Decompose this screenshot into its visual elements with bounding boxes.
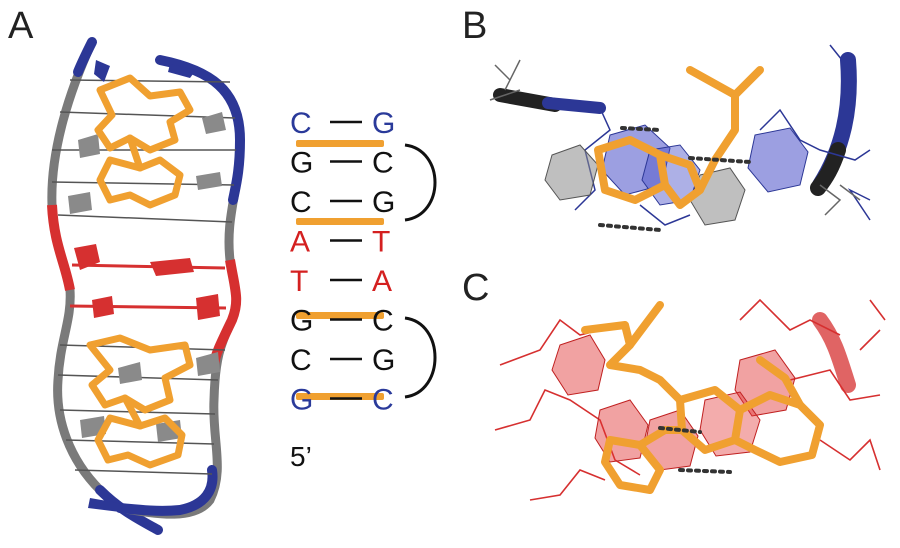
base-left: C — [290, 186, 312, 219]
base-left: G — [290, 305, 313, 338]
c-red-base-2 — [594, 399, 649, 463]
c-ligand — [581, 301, 824, 494]
panel-b-structure — [489, 44, 871, 232]
panel-label-a: A — [8, 5, 34, 47]
left-backbone-red — [47, 204, 75, 291]
panel-label-c: C — [462, 267, 489, 309]
c-red-tube — [812, 312, 856, 393]
base-left: A — [290, 226, 310, 259]
c-red-base-1 — [551, 334, 606, 396]
b-ligand — [594, 66, 764, 209]
blue-bases — [88, 60, 196, 512]
ligand-bar-2 — [296, 218, 384, 225]
ligand-bar-1 — [296, 140, 384, 147]
base-rungs — [51, 79, 236, 475]
ligand-bar-3 — [296, 312, 384, 319]
base-right: C — [372, 147, 394, 180]
base-right: G — [372, 344, 395, 377]
b-left-tube-blue — [542, 97, 606, 114]
linker-arc-bottom — [404, 316, 437, 399]
base-left: C — [290, 107, 312, 140]
base-right: T — [372, 226, 390, 259]
ligand-upper — [94, 74, 194, 209]
right-backbone-blue-bottom — [115, 465, 218, 516]
panel-c-structure — [494, 298, 886, 501]
base-right: C — [372, 384, 394, 417]
left-backbone-blue-top — [73, 37, 97, 77]
base-left: G — [290, 147, 313, 180]
ligand-lower — [86, 334, 194, 469]
b-gray-base-left — [544, 144, 599, 201]
base-left: T — [290, 265, 308, 298]
panel-label-b: B — [462, 5, 487, 47]
base-left: C — [290, 344, 312, 377]
b-hbonds — [598, 126, 752, 232]
c-hbonds — [658, 426, 732, 474]
five-prime-label: 5’ — [290, 441, 312, 472]
base-right: G — [372, 186, 395, 219]
base-right: A — [372, 265, 392, 298]
base-right: G — [372, 107, 395, 140]
b-blue-wires — [574, 44, 871, 226]
b-blue-base-right — [747, 127, 809, 193]
linker-arc-top — [404, 143, 437, 222]
base-left: G — [290, 384, 313, 417]
red-bases — [69, 244, 227, 320]
gray-bases — [68, 112, 226, 442]
panel-a-structure — [47, 37, 246, 535]
base-right: C — [372, 305, 394, 338]
b-gray-wires — [489, 59, 861, 216]
